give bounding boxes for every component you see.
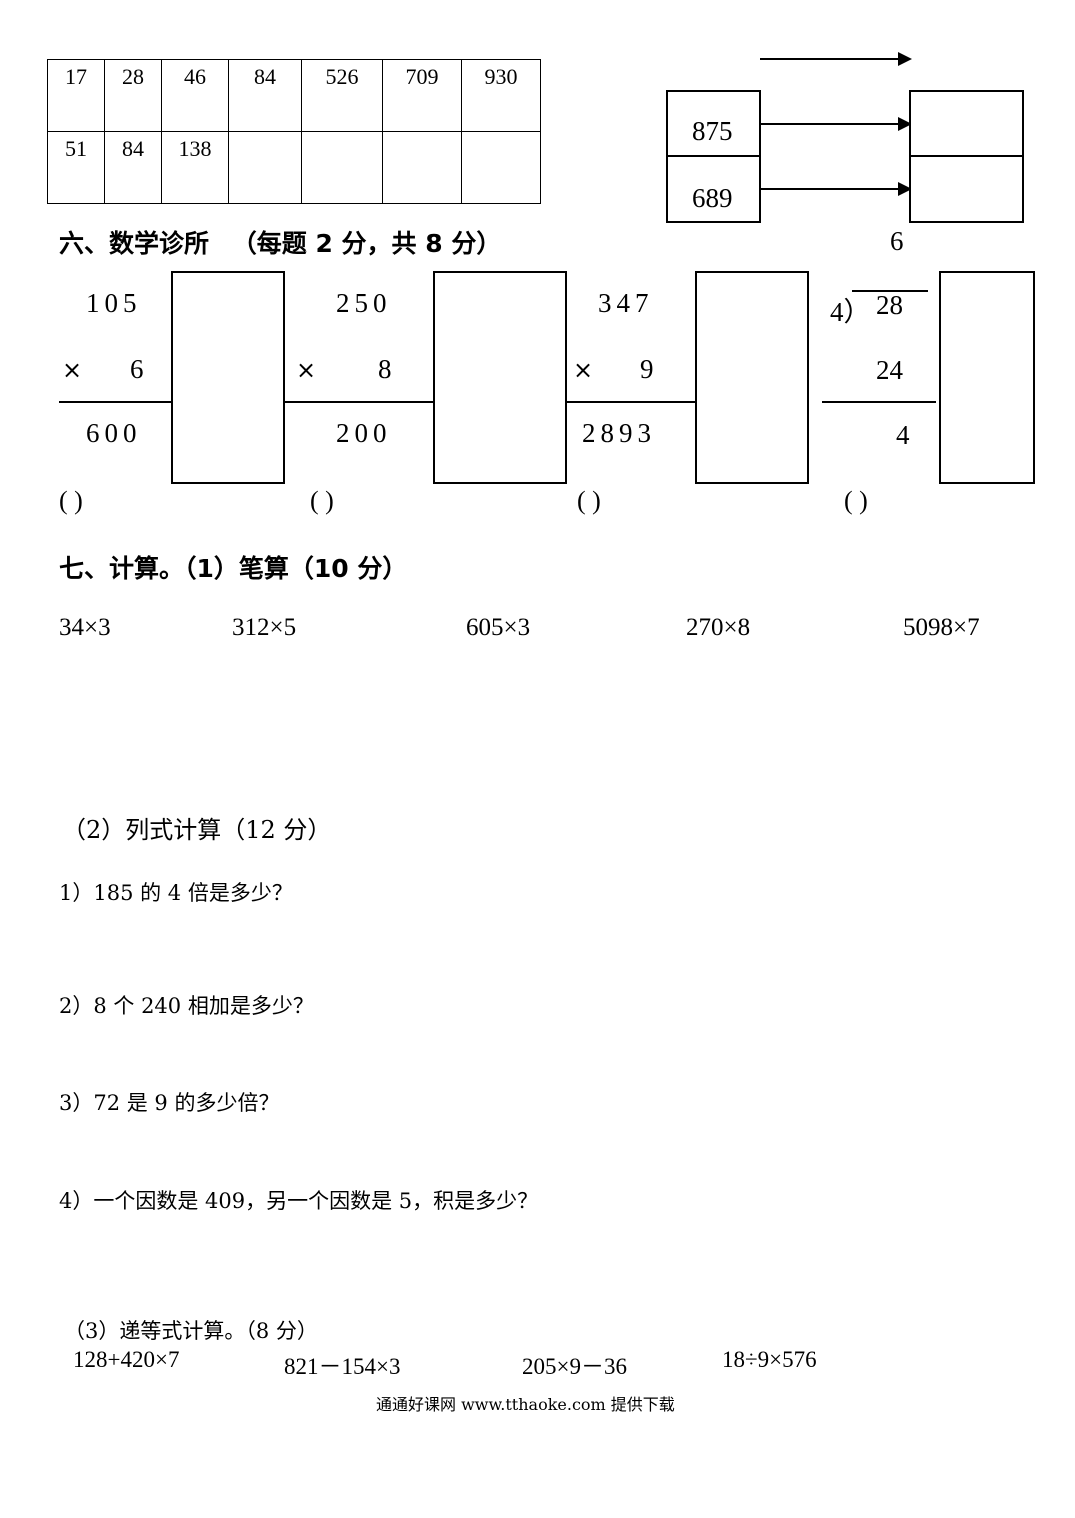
word-question: 4）一个因数是 409，另一个因数是 5，积是多少？	[59, 1189, 539, 1213]
section7-heading: 七、计算。（1）笔算（10 分）	[59, 554, 408, 583]
result: 2893	[582, 418, 656, 448]
input-box: 875	[666, 90, 761, 157]
table-cell: 84	[104, 131, 162, 204]
rule-line	[566, 401, 696, 403]
step-calc-item: 128+420×7	[73, 1347, 180, 1372]
answer-paren[interactable]: ( )	[59, 486, 83, 515]
output-box[interactable]	[909, 155, 1024, 223]
step-calc-item: 18÷9×576	[722, 1347, 817, 1372]
answer-cell[interactable]	[461, 131, 541, 204]
part3-heading: （3）递等式计算。（8 分）	[64, 1319, 318, 1343]
word-question: 2）8 个 240 相加是多少？	[59, 994, 314, 1018]
rule-line	[284, 401, 434, 403]
correction-box[interactable]	[939, 271, 1035, 484]
times-sign: ×	[573, 356, 594, 384]
section-score: （每题 2 分，共 8 分）	[231, 229, 502, 258]
result: 600	[86, 418, 142, 448]
division-bar	[852, 290, 928, 292]
result: 200	[336, 418, 392, 448]
answer-paren[interactable]: ( )	[310, 486, 334, 515]
word-question: 3）72 是 9 的多少倍？	[59, 1091, 280, 1115]
rule-line	[59, 401, 172, 403]
subtrahend: 24	[876, 355, 903, 385]
arrow-line	[761, 188, 898, 190]
step-calc-item: 821－154×3	[284, 1354, 401, 1379]
correction-box[interactable]	[433, 271, 567, 484]
times-sign: ×	[296, 356, 317, 384]
table-row: 17 28 46 84 526 709 930	[47, 59, 541, 132]
input-value: 875	[692, 116, 733, 146]
times-sign: ×	[62, 356, 83, 384]
arrow-head-icon	[898, 182, 912, 196]
bottom-label: 6	[890, 226, 904, 256]
word-question: 1）185 的 4 倍是多少？	[59, 881, 293, 905]
table-cell: 526	[301, 59, 383, 132]
multiplier: 8	[378, 354, 397, 384]
written-calc-item: 605×3	[466, 614, 531, 641]
arrow-head-icon	[898, 52, 912, 66]
written-calc-item: 5098×7	[903, 614, 980, 641]
answer-cell[interactable]	[382, 131, 462, 204]
answer-paren[interactable]: ( )	[577, 486, 601, 515]
table-cell: 17	[47, 59, 105, 132]
input-value: 689	[692, 183, 733, 213]
table-cell: 46	[161, 59, 229, 132]
multiplicand: 250	[336, 288, 392, 318]
answer-cell[interactable]	[228, 131, 302, 204]
section-title: 六、数学诊所	[59, 229, 210, 258]
table-cell: 709	[382, 59, 462, 132]
rule-line	[822, 401, 936, 403]
dividend: 28	[876, 290, 903, 320]
table-cell: 138	[161, 131, 229, 204]
answer-paren[interactable]: ( )	[844, 486, 868, 515]
arrow-head-icon	[898, 117, 912, 131]
table-cell: 51	[47, 131, 105, 204]
footer-credit: 通通好课网 www.tthaoke.com 提供下载	[376, 1395, 675, 1414]
correction-box[interactable]	[171, 271, 285, 484]
multiplicand: 347	[598, 288, 654, 318]
divisor: 4）	[830, 297, 871, 327]
written-calc-item: 270×8	[686, 614, 751, 641]
written-calc-item: 312×5	[232, 614, 297, 641]
multiplier: 9	[640, 354, 659, 384]
table-cell: 930	[461, 59, 541, 132]
input-box: 689	[666, 155, 761, 223]
written-calc-item: 34×3	[59, 614, 111, 641]
remainder: 4	[896, 420, 910, 450]
section6-heading: 六、数学诊所 （每题 2 分，共 8 分）	[59, 224, 501, 260]
number-table: 17 28 46 84 526 709 930 51 84 138	[47, 59, 541, 204]
arrow-line	[760, 58, 898, 60]
table-row: 51 84 138	[47, 131, 541, 204]
arrow-line	[761, 123, 898, 125]
output-box[interactable]	[909, 90, 1024, 157]
table-cell: 28	[104, 59, 162, 132]
step-calc-item: 205×9－36	[522, 1354, 627, 1379]
table-cell: 84	[228, 59, 302, 132]
multiplier: 6	[130, 354, 149, 384]
multiplicand: 105	[86, 288, 142, 318]
answer-cell[interactable]	[301, 131, 383, 204]
part2-heading: （2）列式计算（12 分）	[62, 816, 332, 844]
correction-box[interactable]	[695, 271, 809, 484]
